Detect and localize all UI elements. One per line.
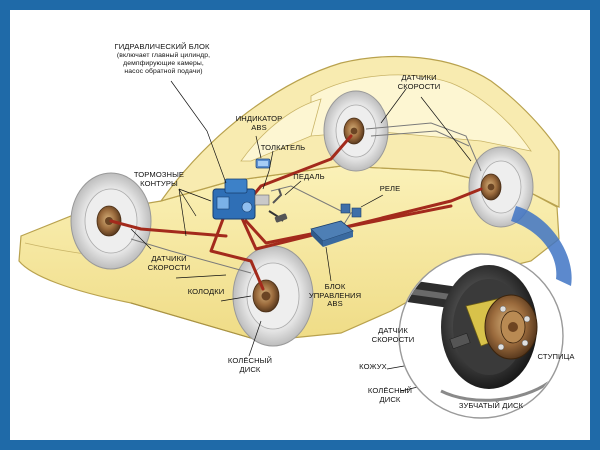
- wheel-rear-left: [323, 90, 389, 172]
- label-speed-sensors-left: ДАТЧИКИ СКОРОСТИ: [147, 254, 191, 272]
- label-abs-indicator: ИНДИКАТОР ABS: [235, 114, 283, 132]
- inset-pointer-sweep: [511, 206, 572, 286]
- label-hydraulic-unit: ГИДРАВЛИЧЕСКИЙ БЛОК: [114, 42, 210, 51]
- label-abs-control-unit: БЛОК УПРАВЛЕНИЯ ABS: [308, 282, 362, 309]
- label-pusher: ТОЛКАТЕЛЬ: [260, 143, 306, 152]
- label-pedal: ПЕДАЛЬ: [293, 172, 325, 181]
- label-wheel-disc: КОЛЁСНЫЙ ДИСК: [227, 356, 273, 374]
- label-brake-circuits: ТОРМОЗНЫЕ КОНТУРЫ: [133, 170, 185, 188]
- label-speed-sensor: ДАТЧИК СКОРОСТИ: [371, 326, 415, 344]
- brake-pedal: [268, 188, 288, 223]
- label-wheel-disc-inset: КОЛЁСНЫЙ ДИСК: [367, 386, 413, 404]
- wheel-front-right: [232, 245, 314, 347]
- abs-indicator: [255, 158, 271, 169]
- diagram-canvas: ГИДРАВЛИЧЕСКИЙ БЛОК (включает главный ци…: [10, 10, 590, 440]
- label-relay: РЕЛЕ: [379, 184, 401, 193]
- relays: [340, 203, 362, 218]
- label-speed-sensors-top: ДАТЧИКИ СКОРОСТИ: [397, 73, 441, 91]
- inset-brake-detail: [398, 253, 564, 419]
- label-casing: КОЖУХ: [359, 362, 387, 371]
- abs-diagram-drawing: [18, 55, 572, 419]
- label-pads: КОЛОДКИ: [187, 287, 225, 296]
- label-toothed-disc: ЗУБЧАТЫЙ ДИСК: [458, 401, 524, 410]
- label-hydraulic-unit-note: (включает главный цилиндр, демпфирующие …: [116, 52, 211, 75]
- hydraulic-unit: [212, 178, 270, 220]
- abs-control-unit: [310, 220, 354, 247]
- label-hub: СТУПИЦА: [537, 352, 575, 361]
